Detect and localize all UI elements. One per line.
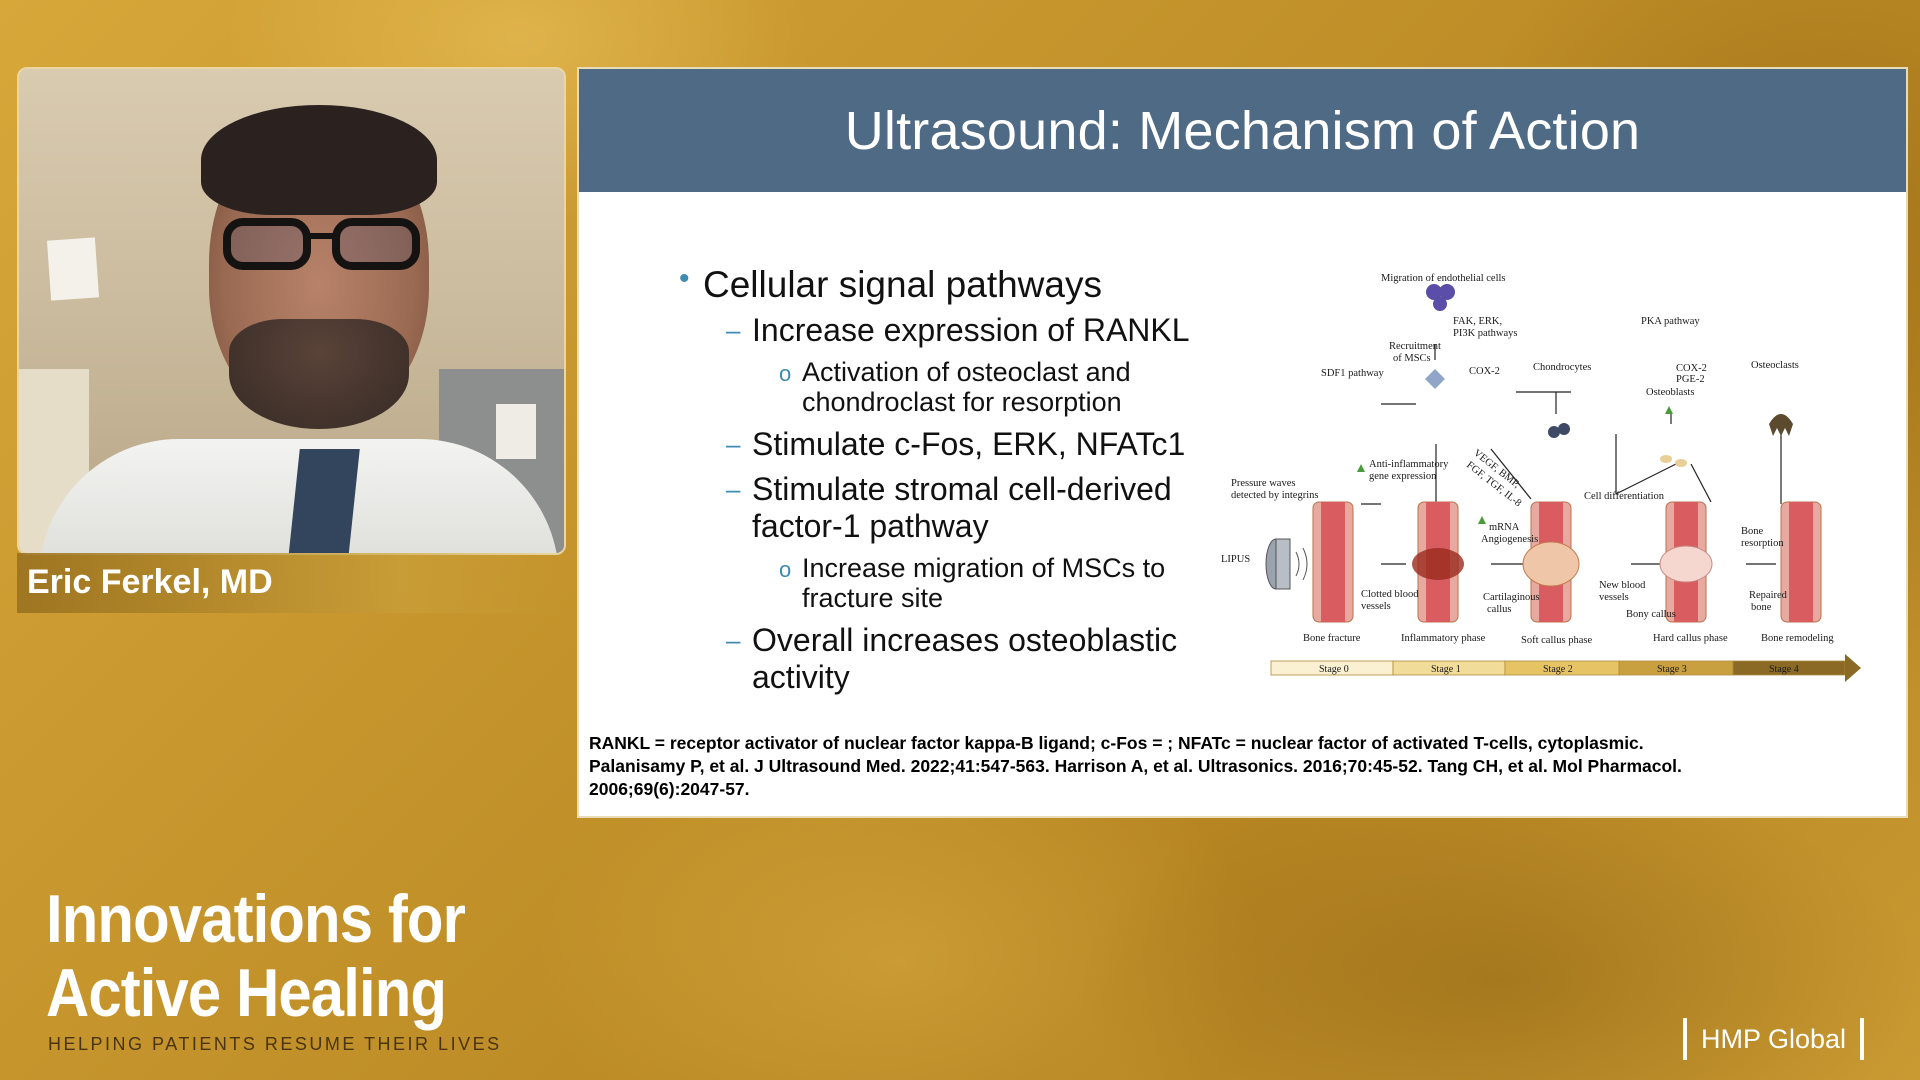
lipus-device <box>1265 538 1308 590</box>
bullet-level1: Cellular signal pathways <box>679 262 1239 306</box>
diagram-label: resorption <box>1741 538 1784 549</box>
green-arrows <box>1357 406 1673 524</box>
cell-icons <box>1425 284 1793 467</box>
bone-stage3 <box>1659 501 1713 623</box>
diagram-label: Pressure waves <box>1231 478 1295 489</box>
event-title-line: Innovations for <box>46 881 466 957</box>
diagram-label: PGE-2 <box>1676 374 1705 385</box>
phase-label: Inflammatory phase <box>1401 633 1486 644</box>
scrub-collar <box>288 449 360 553</box>
stage-bar: Stage 0 Stage 1 Stage 2 Stage 3 Stage 4 <box>1270 654 1861 682</box>
bullet-level3: Activation of osteoclast and chondroclas… <box>679 357 1239 417</box>
diagram-label: Cartilaginous <box>1483 592 1540 603</box>
wall-paper <box>46 237 100 301</box>
bullet-level2: Stimulate c-Fos, ERK, NFATc1 <box>679 426 1239 463</box>
bone-stage0 <box>1312 501 1354 623</box>
hmp-global-logo: HMP Global <box>1683 1018 1865 1060</box>
diagram-label: FAK, ERK, <box>1453 316 1502 327</box>
bullet-list: Cellular signal pathways Increase expres… <box>679 262 1239 704</box>
stage-label: Stage 0 <box>1319 664 1349 675</box>
diagram-label: Chondrocytes <box>1533 362 1591 373</box>
diagram-label: Bone <box>1741 526 1764 537</box>
bone-stage4 <box>1780 501 1822 623</box>
event-tagline: HELPING PATIENTS RESUME THEIR LIVES <box>48 1034 502 1054</box>
diagram-label: LIPUS <box>1221 554 1250 565</box>
presentation-slide: Ultrasound: Mechanism of Action Cellular… <box>577 67 1908 818</box>
event-title-line: Active Healing <box>46 955 447 1031</box>
diagram-label: Cell differentiation <box>1584 491 1665 502</box>
stage-label: Stage 2 <box>1543 664 1573 675</box>
diagram-label: Migration of endothelial cells <box>1381 273 1506 284</box>
wall-paper <box>496 404 536 459</box>
diagram-label: SDF1 pathway <box>1321 368 1384 379</box>
bullet-level3: Increase migration of MSCs to fracture s… <box>679 553 1239 613</box>
diagram-label: Osteoblasts <box>1646 387 1694 398</box>
diagram-label: callus <box>1487 604 1512 615</box>
diagram-label: detected by integrins <box>1231 490 1318 501</box>
bullet-level2: Increase expression of RANKL <box>679 312 1239 349</box>
diagram-label: Anti-inflammatory <box>1369 459 1449 470</box>
phase-label: Hard callus phase <box>1653 633 1728 644</box>
speaker-hair <box>201 105 437 215</box>
speaker-name-bar: Eric Ferkel, MD <box>17 553 566 613</box>
diagram-label: vessels <box>1599 592 1629 603</box>
diagram-label: COX-2 <box>1676 363 1707 374</box>
diagram-label: Recruitment <box>1389 341 1441 352</box>
diagram-label: gene expression <box>1369 471 1437 482</box>
logo-divider <box>1860 1018 1865 1060</box>
glasses-icon <box>223 218 420 270</box>
footnote-line: 2006;69(6):2047-57. <box>589 779 750 799</box>
speaker-beard <box>229 319 409 429</box>
diagram-label: vessels <box>1361 601 1391 612</box>
speaker-name: Eric Ferkel, MD <box>27 563 273 601</box>
diagram-label: PI3K pathways <box>1453 328 1517 339</box>
fracture-healing-diagram: Migration of endothelial cells FAK, ERK,… <box>1221 273 1861 682</box>
diagram-label: PKA pathway <box>1641 316 1700 327</box>
slide-header: Ultrasound: Mechanism of Action <box>579 69 1906 192</box>
footnote-line: RANKL = receptor activator of nuclear fa… <box>589 733 1644 753</box>
event-title: Innovations for Active Healing <box>46 881 466 1031</box>
stage-label: Stage 4 <box>1769 664 1799 675</box>
logo-divider <box>1683 1018 1687 1060</box>
phase-label: Soft callus phase <box>1521 635 1592 646</box>
bone-stage1 <box>1412 501 1464 623</box>
logo-text: HMP Global <box>1701 1023 1847 1054</box>
stage-label: Stage 3 <box>1657 664 1687 675</box>
diagram-label: Clotted blood <box>1361 589 1419 600</box>
diagram-label: Repaired <box>1749 590 1788 601</box>
phase-label: Bone fracture <box>1303 633 1361 644</box>
diagram-label: of MSCs <box>1393 353 1431 364</box>
slide-title: Ultrasound: Mechanism of Action <box>844 100 1641 161</box>
bullet-level2: Stimulate stromal cell-derived factor-1 … <box>679 471 1239 545</box>
diagram-label: bone <box>1751 602 1772 613</box>
diagram-label: COX-2 <box>1469 366 1500 377</box>
bullet-level2: Overall increases osteoblastic activity <box>679 622 1239 696</box>
bone-stage2 <box>1522 501 1580 623</box>
footnote-line: Palanisamy P, et al. J Ultrasound Med. 2… <box>589 756 1682 776</box>
diagram-label: New blood <box>1599 580 1646 591</box>
speaker-video <box>17 67 566 555</box>
diagram-label: Osteoclasts <box>1751 360 1799 371</box>
diagram-label: Bony callus <box>1626 609 1676 620</box>
slide-footnote: RANKL = receptor activator of nuclear fa… <box>589 732 1889 801</box>
diagram-label: mRNA <box>1489 522 1520 533</box>
stage-label: Stage 1 <box>1431 664 1461 675</box>
phase-label: Bone remodeling <box>1761 633 1834 644</box>
diagram-label: Angiogenesis <box>1481 534 1538 545</box>
